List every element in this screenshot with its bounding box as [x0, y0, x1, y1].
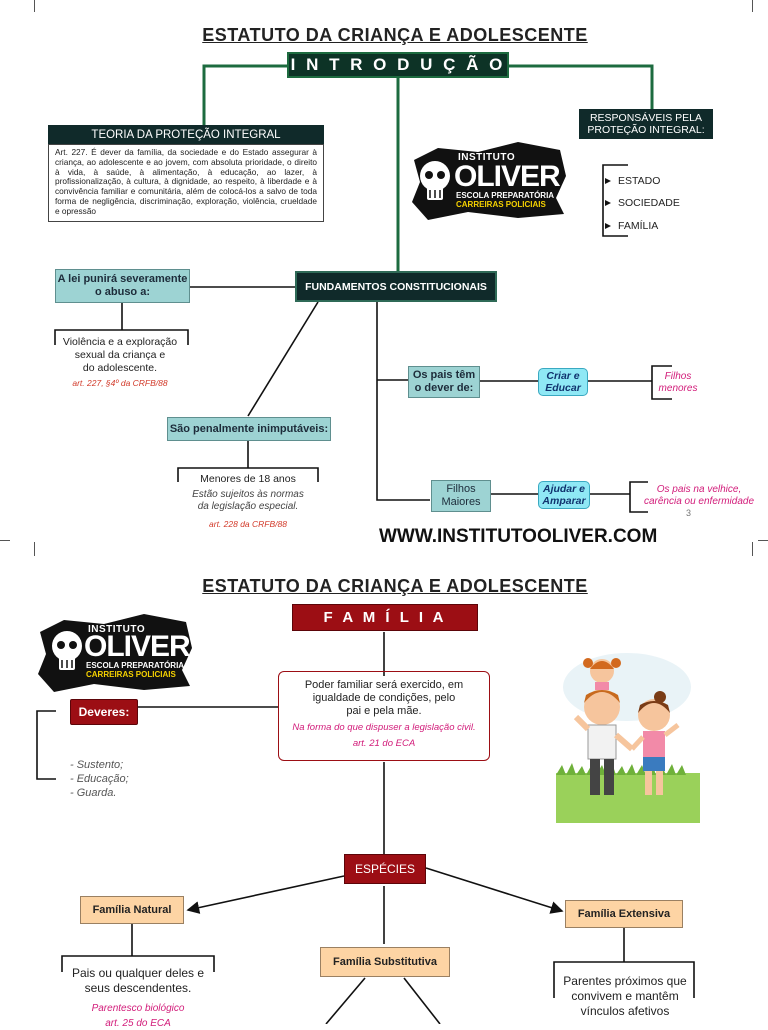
inimputaveis-ref: art. 228 da CRFB/88 [209, 519, 287, 529]
website-link[interactable]: WWW.INSTITUTOOLIVER.COM [379, 526, 658, 547]
teoria-text: Art. 227. É dever da família, da socieda… [48, 144, 324, 222]
logo-sub1-text: ESCOLA PREPARATÓRIA [456, 191, 555, 200]
logo-sub2-text: CARREIRAS POLICIAIS [456, 200, 546, 209]
natural-text-line2: seus descendentes. [84, 981, 192, 995]
poder-note: Na forma do que dispuser a legislação ci… [292, 722, 476, 733]
family-illustration [556, 653, 700, 823]
poder-line1: Poder familiar será exercido, em [304, 679, 464, 691]
responsaveis-title-line2: PROTEÇÃO INTEGRAL: [587, 124, 705, 136]
lei-label-line1: A lei punirá severamente [57, 273, 188, 285]
lei-label: A lei punirá severamente o abuso a: [55, 269, 190, 303]
filhos-action-line1: Ajudar e [542, 483, 585, 495]
logo-main-text: OLIVER [454, 160, 561, 193]
logo-top-text: INSTITUTO [88, 624, 146, 635]
responsaveis-title-line1: RESPONSÁVEIS PELA [589, 112, 703, 124]
inimputaveis-label: São penalmente inimputáveis: [167, 417, 331, 441]
familia-extensiva-label: Família Extensiva [565, 900, 683, 928]
crop-mark [34, 0, 35, 12]
filhos-label: Filhos Maiores [431, 480, 491, 512]
familia-natural-label: Família Natural [80, 896, 184, 924]
intro-header: I N T R O D U Ç Ã O [287, 52, 509, 78]
filhos-target: Os pais na velhice, carência ou enfermid… [634, 484, 764, 508]
familia-header: F A M Í L I A [292, 604, 478, 631]
responsavel-item: SOCIEDADE [618, 197, 680, 209]
page-title: ESTATUTO DA CRIANÇA E ADOLESCENTE [202, 25, 588, 45]
pais-action: Criar e Educar [538, 368, 588, 396]
poder-line3: pai e pela mãe. [346, 705, 422, 717]
poder-ref: art. 21 do ECA [352, 738, 416, 749]
logo-main-text: OLIVER [84, 630, 191, 663]
fundamentos-box: FUNDAMENTOS CONSTITUCIONAIS [295, 271, 497, 302]
logo-sub2-text: CARREIRAS POLICIAIS [86, 670, 176, 679]
deveres-item: - Sustento; [70, 759, 124, 771]
pais-target: Filhos menores [650, 371, 706, 395]
inimputaveis-note: Estão sujeitos às normas da legislação e… [158, 489, 338, 513]
pais-label-line2: o dever de: [414, 382, 474, 394]
lei-text-line3: do adolescente. [82, 362, 158, 374]
pais-action-line1: Criar e [546, 370, 580, 382]
crop-mark [34, 542, 35, 556]
crop-mark [752, 542, 753, 556]
logo-sub1-text: ESCOLA PREPARATÓRIA [86, 661, 185, 670]
pais-label: Os pais têm o dever de: [408, 366, 480, 398]
instituto-oliver-logo-2: INSTITUTO OLIVER ESCOLA PREPARATÓRIA CAR… [34, 610, 194, 694]
filhos-label-line2: Maiores [441, 496, 481, 508]
inimputaveis-note-line1: Estão sujeitos às normas [192, 489, 304, 500]
logo-splash-icon [412, 142, 566, 220]
page-title-2: ESTATUTO DA CRIANÇA E ADOLESCENTE [202, 576, 588, 596]
filhos-target-line1: Os pais na velhice, [656, 484, 742, 495]
deveres-label: Deveres: [70, 699, 138, 725]
logo-splash-icon [38, 614, 192, 692]
natural-text-line1: Pais ou qualquer deles e [71, 966, 205, 980]
inimputaveis-text: Menores de 18 anos [200, 473, 296, 485]
familia-substitutiva-label: Família Substitutiva [320, 947, 450, 977]
lei-text-line1: Violência e a exploração [62, 336, 178, 348]
poder-familiar-box: Poder familiar será exercido, em igualda… [278, 671, 490, 761]
inimputaveis-note-line2: da legislação especial. [197, 501, 299, 512]
teoria-title: TEORIA DA PROTEÇÃO INTEGRAL [48, 125, 324, 144]
lei-text: Violência e a exploração sexual da crian… [40, 336, 200, 375]
crop-mark [752, 0, 753, 12]
responsavel-item: FAMÍLIA [618, 220, 659, 232]
lei-ref: art. 227, §4º da CRFB/88 [72, 378, 168, 388]
extensiva-text-line2: convivem e mantêm [571, 989, 679, 1003]
familia-natural-text: Pais ou qualquer deles e seus descendent… [50, 966, 226, 996]
extensiva-text-line1: Parentes próximos que [563, 974, 687, 988]
responsaveis-title: RESPONSÁVEIS PELA PROTEÇÃO INTEGRAL: [579, 109, 713, 139]
pais-label-line1: Os pais têm [412, 369, 476, 381]
familia-extensiva-text: Parentes próximos que convivem e mantêm … [544, 974, 706, 1019]
familia-natural-note: Parentesco biológico [91, 1003, 185, 1014]
lei-text-line2: sexual da criança e [74, 349, 166, 361]
filhos-target-line2: carência ou enfermidade [643, 496, 755, 507]
pais-action-line2: Educar [545, 382, 581, 394]
filhos-action: Ajudar e Amparar [538, 481, 590, 509]
extensiva-text-line3: vínculos afetivos [580, 1004, 670, 1018]
pais-target-line2: menores [658, 383, 698, 394]
poder-line2: igualdade de condições, pelo [312, 692, 456, 704]
deveres-item: - Educação; [70, 773, 129, 785]
page-number: 3 [686, 508, 692, 518]
deveres-item: - Guarda. [70, 787, 117, 799]
instituto-oliver-logo: INSTITUTO OLIVER ESCOLA PREPARATÓRIA CAR… [408, 138, 568, 222]
pais-target-line1: Filhos [664, 371, 692, 382]
especies-box: ESPÉCIES [344, 854, 426, 884]
filhos-label-line1: Filhos [446, 483, 476, 495]
responsavel-item: ESTADO [618, 175, 661, 187]
crop-mark [758, 540, 768, 541]
filhos-action-line2: Amparar [542, 495, 586, 507]
logo-top-text: INSTITUTO [458, 152, 516, 163]
lei-label-line2: o abuso a: [94, 286, 150, 298]
crop-mark [0, 540, 10, 541]
